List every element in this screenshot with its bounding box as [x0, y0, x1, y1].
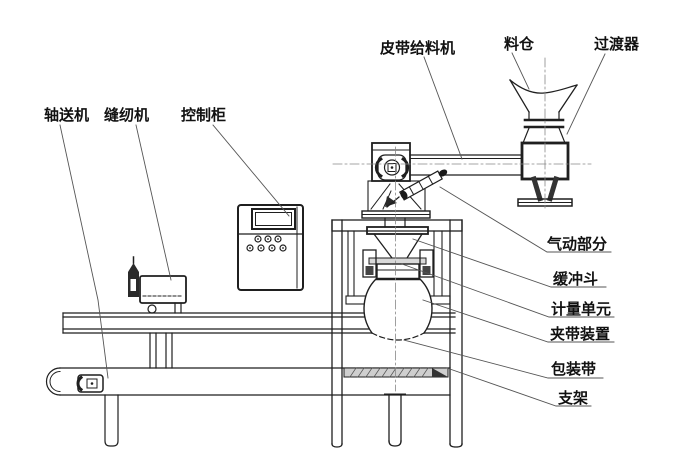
leader-support-frame	[446, 367, 592, 407]
cabinet-buttons	[246, 235, 287, 252]
label-leaders	[59, 52, 615, 407]
packaging-bag-drawing	[363, 278, 433, 341]
label-transition: 过渡器	[594, 35, 640, 53]
support-frame-drawing	[331, 219, 463, 448]
belt-feeder-drawing	[361, 142, 523, 219]
leader-packaging-bag	[403, 339, 604, 379]
leader-conveyor	[59, 124, 109, 379]
label-control-cabinet: 控制柜	[181, 106, 226, 124]
label-belt-feeder: 皮带给料机	[380, 39, 455, 57]
sewing-machine-drawing	[128, 256, 187, 314]
bag-clamp-left	[362, 249, 377, 278]
leader-belt-feeder	[423, 56, 463, 160]
silo-transition-drawing	[509, 79, 578, 207]
label-sewing-machine: 缝纫机	[104, 106, 149, 124]
cabinet-display	[251, 208, 296, 230]
label-pneumatic: 气动部分	[546, 235, 607, 253]
label-metering-unit: 计量单元	[551, 300, 611, 318]
buffer-hopper-drawing	[362, 217, 434, 281]
metering-unit-drawing	[368, 257, 427, 265]
belt-motor	[76, 374, 104, 393]
label-buffer-hopper: 缓冲斗	[553, 270, 598, 288]
leader-transition	[566, 53, 606, 135]
pneumatic-part-drawing	[386, 169, 448, 208]
label-silo: 料仓	[504, 35, 535, 53]
centerlines	[332, 57, 592, 392]
label-bag-clamp: 夹带装置	[550, 325, 610, 343]
leader-bag-clamp	[422, 299, 615, 343]
label-packaging-bag: 包装带	[551, 360, 596, 378]
conveyor-leg	[104, 394, 119, 447]
leader-pneumatic	[439, 186, 612, 253]
label-support-frame: 支架	[557, 389, 588, 407]
control-cabinet-drawing	[237, 204, 304, 291]
leader-sewing	[135, 124, 172, 281]
table-pulley	[147, 304, 157, 314]
leader-buffer-hopper	[412, 238, 607, 288]
leader-metering	[401, 263, 615, 318]
label-conveyor: 轴送机	[44, 106, 89, 124]
frame-crossbar	[343, 367, 449, 447]
feeder-motor	[374, 154, 410, 181]
bag-clamp-right	[419, 249, 434, 278]
leader-silo	[511, 52, 530, 90]
labels: 皮带给料机 料仓 过渡器 轴送机 缝纫机 控制柜 气动部分 缓冲斗 计量单元 夹…	[44, 35, 640, 407]
leader-cabinet	[212, 124, 290, 217]
